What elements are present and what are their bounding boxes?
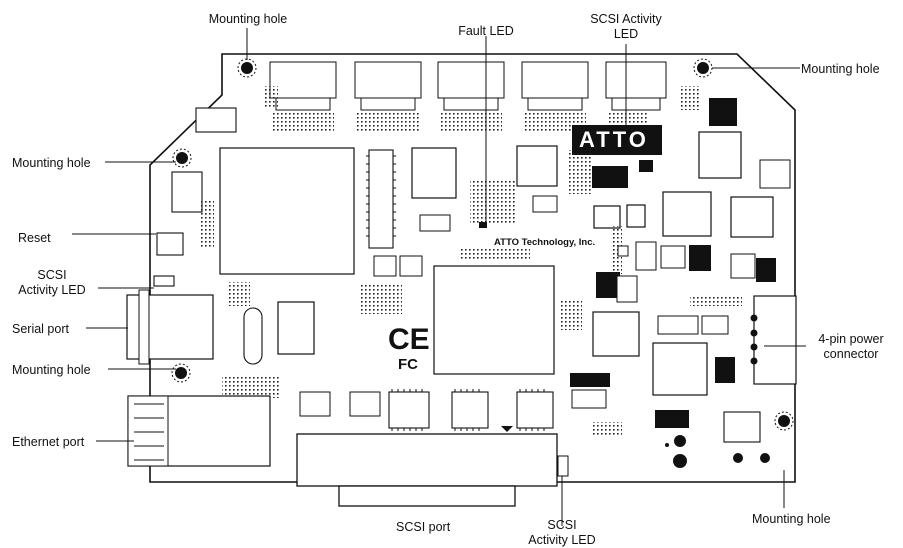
label-mounting-hole-right: Mounting hole: [801, 62, 880, 76]
power-connector-pins: [750, 314, 758, 365]
label-mounting-hole-bottom-right: Mounting hole: [752, 512, 831, 526]
label-ethernet-port: Ethernet port: [12, 435, 85, 449]
atto-logo: ATTO: [579, 127, 649, 152]
label-serial-port: Serial port: [12, 322, 69, 336]
label-scsi-activity-led-bottom-2: Activity LED: [528, 533, 596, 547]
label-scsi-activity-led-left-1: SCSI: [37, 268, 67, 282]
mounting-holes: [175, 62, 790, 427]
center-chip: [433, 265, 555, 375]
label-mounting-hole-left-upper: Mounting hole: [12, 156, 91, 170]
top-connectors: [269, 61, 667, 111]
label-fault-led: Fault LED: [458, 24, 514, 38]
leader-lines: [72, 28, 806, 526]
company-name: ATTO Technology, Inc.: [494, 237, 596, 248]
label-mounting-hole-left-lower: Mounting hole: [12, 363, 91, 377]
scsi-port-body: [296, 433, 558, 487]
crystal: [243, 307, 263, 365]
label-power-connector-1: 4-pin power: [818, 332, 884, 346]
label-scsi-activity-led-top-2: LED: [613, 27, 639, 41]
label-power-connector-2: connector: [823, 347, 879, 361]
label-scsi-activity-led-left-2: Activity LED: [18, 283, 86, 297]
label-scsi-activity-led-bottom-1: SCSI: [547, 518, 577, 532]
label-mounting-hole-top: Mounting hole: [208, 12, 288, 26]
main-processor: [219, 147, 355, 275]
fcc-mark: FC: [398, 356, 418, 373]
label-reset: Reset: [18, 231, 51, 245]
label-scsi-activity-led-top-1: SCSI Activity: [590, 12, 662, 26]
label-scsi-port: SCSI port: [396, 520, 451, 534]
ce-mark: CE: [388, 323, 430, 356]
reset-switch: [156, 232, 184, 256]
